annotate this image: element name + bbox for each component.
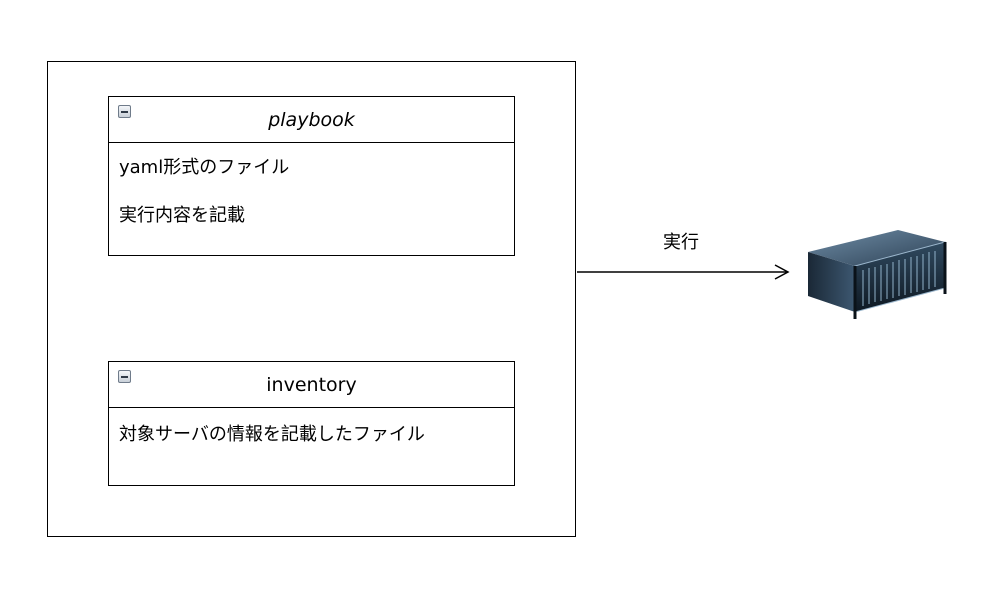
- playbook-title: playbook: [268, 108, 355, 131]
- playbook-line: 実行内容を記載: [119, 205, 245, 226]
- collapse-icon[interactable]: [118, 105, 131, 118]
- server-rack-icon: [808, 230, 947, 319]
- inventory-line: 対象サーバの情報を記載したファイル: [119, 424, 425, 445]
- inventory-header: inventory: [109, 362, 514, 408]
- execute-label: 実行: [663, 232, 699, 253]
- playbook-line: yaml形式のファイル: [119, 157, 290, 178]
- collapse-icon[interactable]: [118, 370, 131, 383]
- inventory-box[interactable]: inventory 対象サーバの情報を記載したファイル: [108, 361, 515, 486]
- inventory-title: inventory: [266, 373, 357, 396]
- playbook-box[interactable]: playbook yaml形式のファイル 実行内容を記載: [108, 96, 515, 256]
- playbook-header: playbook: [109, 97, 514, 143]
